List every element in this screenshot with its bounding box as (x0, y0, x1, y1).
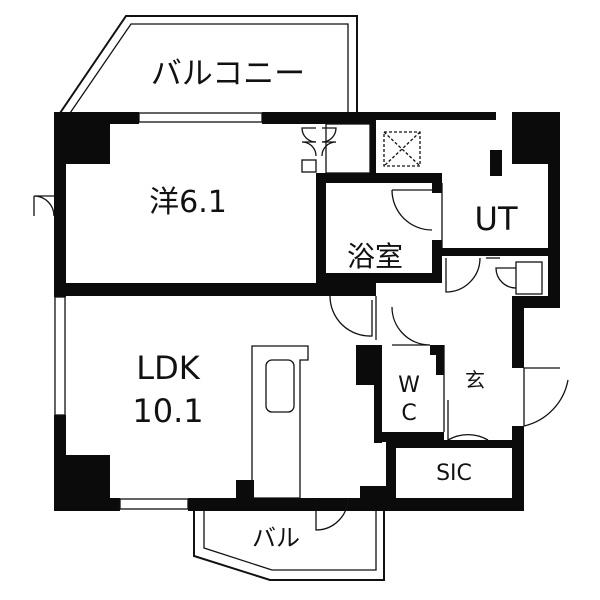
doors (33, 123, 569, 531)
kitchen-counter (251, 345, 309, 499)
walls (54, 112, 560, 511)
vent-x-icon (383, 131, 421, 167)
fixtures (251, 131, 500, 499)
wc-label-w: W (398, 373, 420, 398)
bathroom-label: 浴室 (347, 240, 403, 273)
kitchen-sink (265, 359, 295, 413)
utility-label: UT (475, 200, 518, 238)
balcony-top (57, 15, 358, 117)
room-labels: バルコニー 洋6.1 浴室 UT LDK 10.1 W C 玄 SIC バル (132, 56, 518, 552)
entrance-label: 玄 (465, 368, 485, 392)
balcony-bottom-label: バル (252, 524, 300, 552)
windows (54, 112, 317, 510)
ldk-label-line2: 10.1 (132, 392, 203, 430)
vent-icon (383, 131, 421, 167)
ldk-label-line1: LDK (136, 349, 200, 387)
balcony-top-label: バルコニー (151, 56, 305, 92)
sic-label: SIC (436, 461, 472, 486)
balcony-bottom (193, 511, 385, 581)
wc-label-c: C (401, 401, 416, 426)
western-room-label: 洋6.1 (149, 185, 227, 220)
